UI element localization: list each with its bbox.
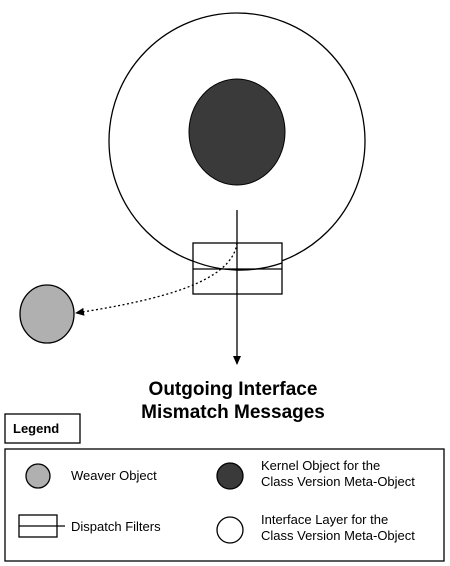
legend-interface-label-line1: Interface Layer for the	[261, 512, 388, 527]
legend-kernel-label-line1: Kernel Object for the	[261, 458, 380, 473]
kernel-object-ellipse	[188, 78, 286, 186]
legend-kernel-label-line2: Class Version Meta-Object	[261, 474, 415, 489]
diagram-title-line2: Mismatch Messages	[141, 402, 325, 423]
legend-heading-box	[4, 413, 81, 444]
legend-interface-label-line2: Class Version Meta-Object	[261, 528, 415, 543]
diagram-title-line1: Outgoing Interface	[149, 379, 318, 400]
legend-kernel-swatch	[216, 462, 244, 490]
weaver-object-ellipse	[19, 284, 75, 344]
weaver-dispatch-arrow	[75, 242, 238, 316]
legend-filters-label: Dispatch Filters	[71, 519, 161, 534]
legend-weaver-label: Weaver Object	[71, 468, 157, 483]
legend-heading: Legend	[13, 421, 59, 436]
legend-weaver-swatch	[25, 463, 51, 489]
legend-interface-swatch	[216, 516, 244, 544]
